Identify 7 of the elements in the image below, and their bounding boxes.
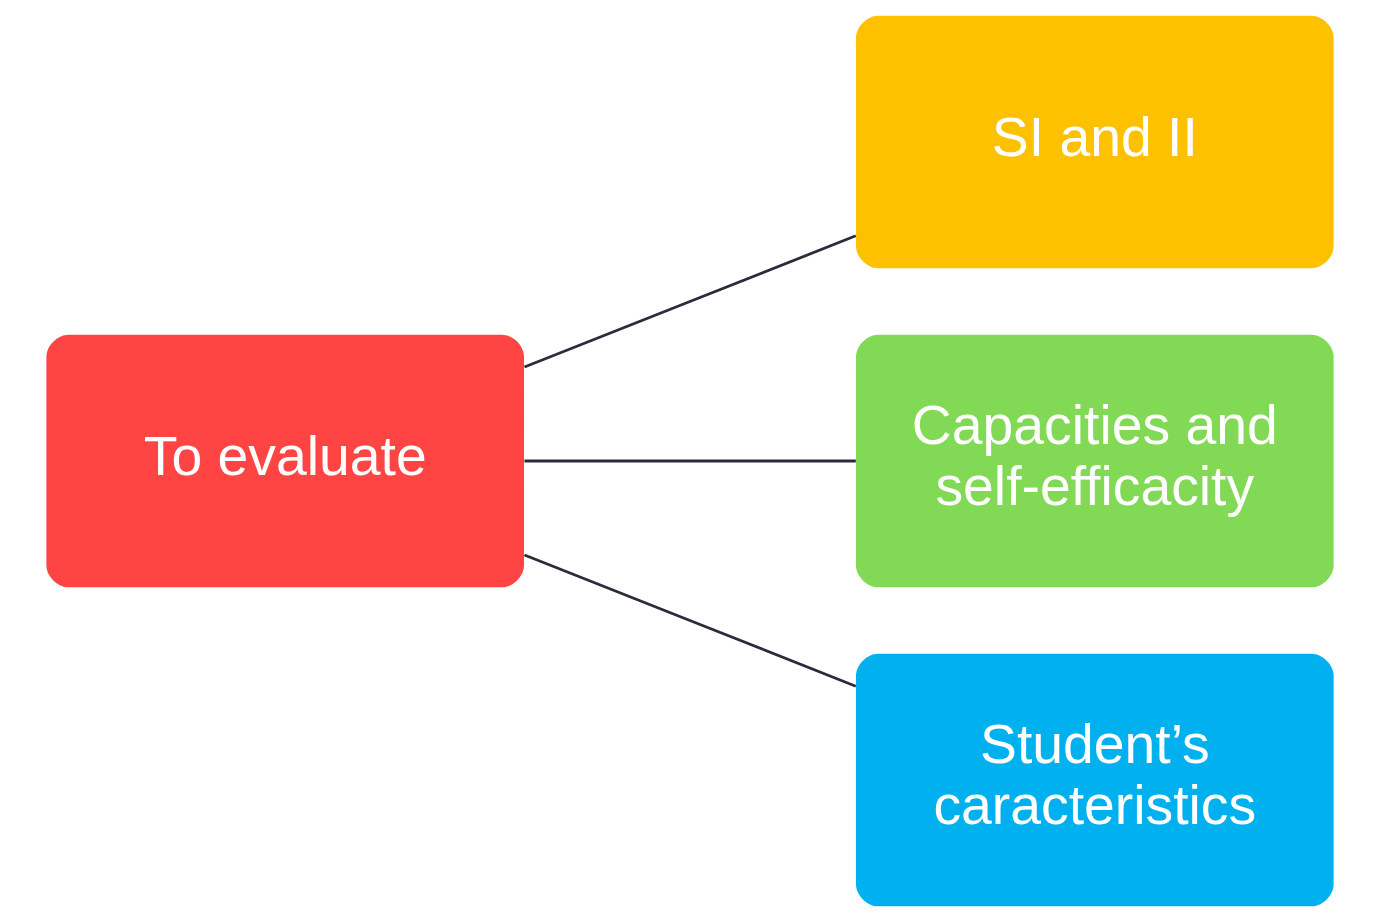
node-box: To evaluate <box>46 334 524 588</box>
node-box: SI and II <box>856 15 1334 269</box>
node-box: Student’s caracteristics <box>856 653 1334 907</box>
node-box: Capacities and self-efficacity <box>856 334 1334 588</box>
connector <box>524 459 856 463</box>
connector <box>523 553 857 688</box>
connector <box>523 234 857 369</box>
